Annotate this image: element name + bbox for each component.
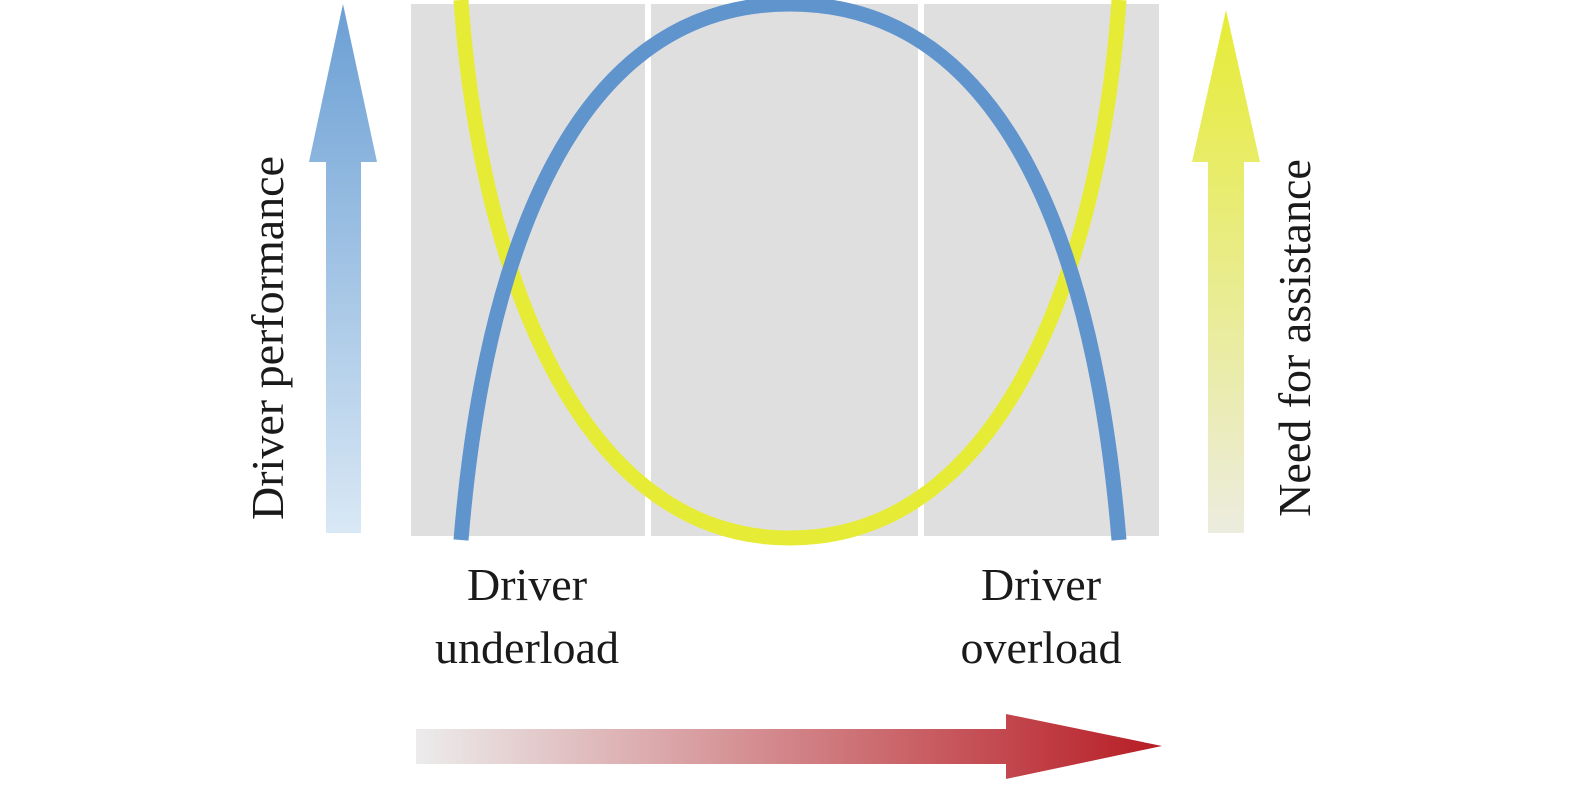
right-axis-label: Need for assistance — [1269, 159, 1320, 517]
assistance-arrow-icon — [1192, 10, 1260, 533]
optimal-zone — [651, 4, 918, 536]
left-axis-label: Driver performance — [242, 156, 293, 520]
overload-zone — [924, 4, 1159, 536]
performance-arrow-icon — [309, 4, 377, 533]
overload-label-line2: overload — [961, 622, 1122, 673]
underload-label-line2: underload — [435, 622, 619, 673]
performance-curve — [453, 0, 1127, 541]
assistance-curve — [453, 0, 1127, 546]
workload-arrow-icon — [416, 714, 1162, 779]
workload-zones — [411, 4, 1159, 536]
overload-label-line1: Driver — [981, 559, 1101, 610]
underload-label-line1: Driver — [467, 559, 587, 610]
